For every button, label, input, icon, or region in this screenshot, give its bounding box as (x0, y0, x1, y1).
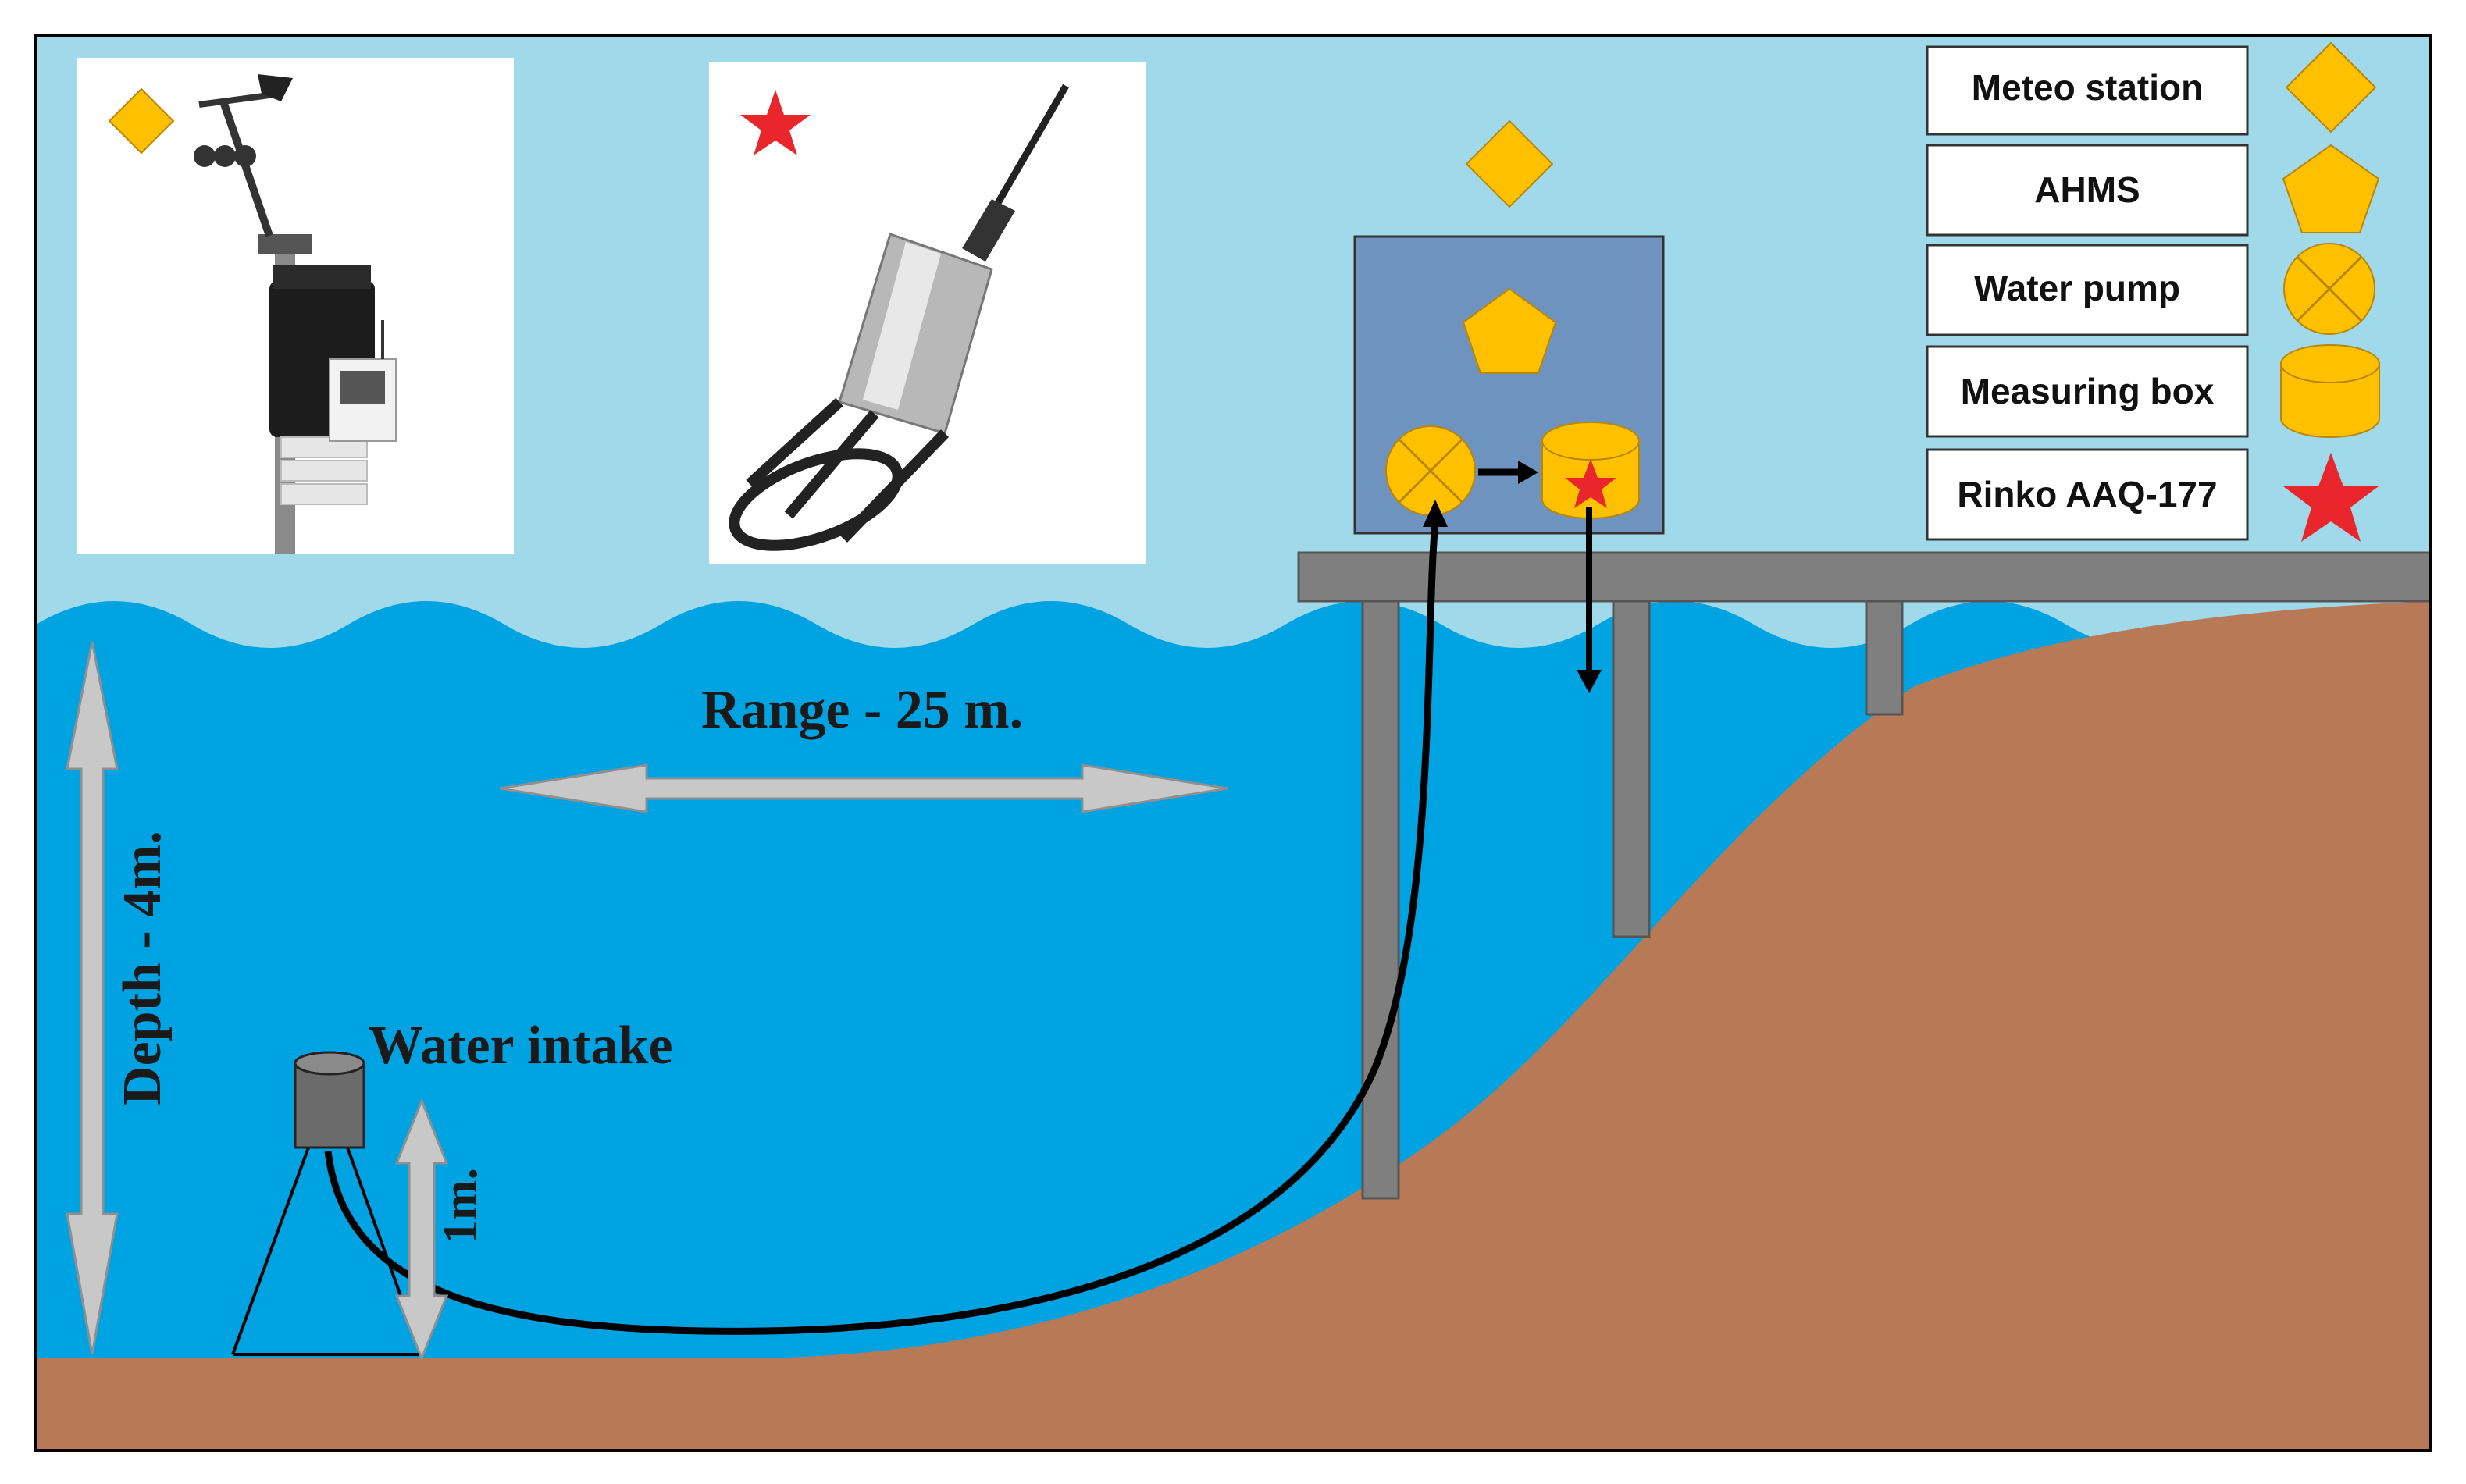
legend-label-rinko: Rinko AAQ-177 (1957, 474, 2217, 514)
legend-diamond-icon (2285, 41, 2377, 133)
legend-box-measuring (1926, 345, 2249, 438)
pier-leg (1612, 600, 1651, 938)
intake-height-double-arrow (394, 1097, 449, 1362)
intake-height-label: 1m. (434, 1168, 487, 1244)
legend-pentagon-icon (2282, 144, 2380, 233)
legend-label-ahms: AHMS (2034, 169, 2140, 210)
water-pump-icon (1385, 425, 1476, 516)
pier-leg (1865, 600, 1904, 716)
arrowhead (1518, 461, 1538, 484)
photo-diamond-icon (108, 87, 175, 155)
legend-label-meteo: Meteo station (1972, 67, 2203, 108)
legend-box-pump (1926, 244, 2249, 336)
rinko-star-icon (1565, 459, 1616, 508)
water-intake-label: Water intake (369, 1016, 673, 1076)
arrowhead (1423, 500, 1448, 527)
ahms-pentagon-icon (1462, 287, 1557, 374)
diagram-frame (34, 34, 2432, 1452)
range-label: Range - 25 m. (701, 680, 1023, 740)
arrowhead (1577, 670, 1602, 693)
legend-star-icon (2283, 453, 2379, 542)
range-double-arrow (499, 763, 1228, 813)
water-intake-device (231, 1051, 423, 1356)
pier-leg (1361, 600, 1400, 1200)
meteo-station-diamond-icon (1465, 119, 1554, 208)
rinko-probe-photo (709, 62, 1146, 564)
pier (1297, 551, 2432, 1200)
legend-box-meteo (1926, 45, 2249, 136)
legend: Meteo station AHMS Water pump Measuring … (1926, 41, 2380, 542)
ground-shore (36, 601, 2430, 1450)
legend-box-ahms (1926, 144, 2249, 237)
pier-deck (1297, 551, 2432, 603)
depth-double-arrow (66, 641, 119, 1355)
legend-cylinder-icon (2280, 344, 2380, 438)
legend-label-measuring: Measuring box (1961, 371, 2215, 411)
measuring-box-cylinder-icon (1541, 422, 1640, 519)
intake-hose (324, 522, 1439, 1335)
legend-label-pump: Water pump (1974, 268, 2180, 308)
meteo-station-photo (77, 58, 514, 554)
legend-box-rinko (1926, 448, 2249, 541)
legend-crossed-circle-icon (2283, 243, 2375, 335)
photo-star-icon (740, 90, 811, 155)
depth-label: Depth - 4m. (112, 831, 173, 1105)
